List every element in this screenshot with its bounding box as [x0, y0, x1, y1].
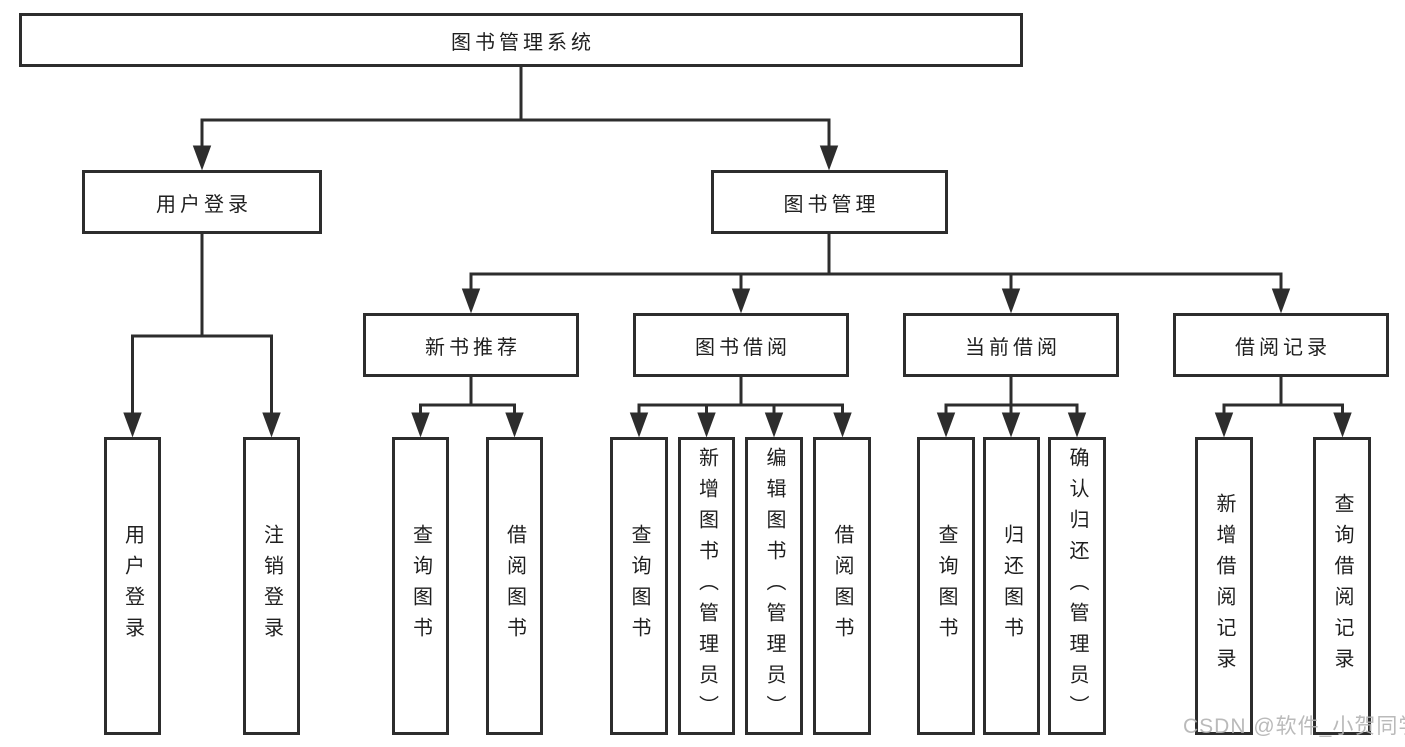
node-edit-books-admin: 编辑图书（管理员）	[745, 437, 803, 735]
connector-book-management-children	[461, 234, 1291, 314]
node-borrow-books: 借阅图书	[813, 437, 871, 735]
node-confirm-return-admin: 确认归还（管理员）	[1048, 437, 1106, 735]
node-book-management-label: 图书管理	[783, 193, 880, 216]
node-query-books-current: 查询图书	[917, 437, 975, 735]
node-query-books-borrow: 查询图书	[610, 437, 668, 735]
node-new-book-recommend-label: 新书推荐	[425, 336, 521, 359]
node-logout-label: 注销登录	[260, 524, 283, 648]
node-borrow-records: 借阅记录	[1173, 313, 1389, 377]
csdn-watermark: CSDN @软件_小贺同学	[1183, 715, 1405, 738]
node-book-borrow: 图书借阅	[633, 313, 849, 377]
connector-current-borrow-children	[936, 377, 1087, 438]
node-add-borrow-record: 新增借阅记录	[1195, 437, 1253, 735]
node-add-borrow-record-label: 新增借阅记录	[1213, 493, 1235, 679]
connector-root-to-level2	[192, 67, 839, 171]
node-confirm-return-admin-label: 确认归还（管理员）	[1066, 446, 1088, 726]
node-current-borrow: 当前借阅	[903, 313, 1119, 377]
node-query-borrow-record: 查询借阅记录	[1313, 437, 1371, 735]
node-query-books-current-label: 查询图书	[935, 524, 957, 648]
node-return-books-label: 归还图书	[1000, 524, 1023, 648]
node-query-books-recommend: 查询图书	[392, 437, 449, 735]
node-current-borrow-label: 当前借阅	[965, 336, 1061, 359]
node-new-book-recommend: 新书推荐	[363, 313, 579, 377]
node-root: 图书管理系统	[19, 13, 1023, 67]
connector-book-borrow-children	[629, 377, 852, 438]
node-edit-books-admin-label: 编辑图书（管理员）	[763, 446, 785, 726]
node-query-borrow-record-label: 查询借阅记录	[1331, 493, 1353, 679]
node-borrow-books-recommend: 借阅图书	[486, 437, 543, 735]
node-book-management: 图书管理	[711, 170, 948, 234]
node-add-books-admin-label: 新增图书（管理员）	[695, 446, 718, 726]
connector-new-book-children	[411, 377, 524, 438]
node-return-books: 归还图书	[983, 437, 1040, 735]
connector-borrow-records-children	[1214, 377, 1352, 438]
node-root-label: 图书管理系统	[451, 31, 595, 54]
node-book-borrow-label: 图书借阅	[695, 336, 791, 359]
node-user-login-group-label: 用户登录	[156, 193, 252, 216]
node-borrow-books-recommend-label: 借阅图书	[503, 524, 526, 648]
node-logout: 注销登录	[243, 437, 300, 735]
node-query-books-borrow-label: 查询图书	[628, 524, 650, 648]
node-borrow-books-label: 借阅图书	[831, 524, 853, 648]
node-login: 用户登录	[104, 437, 161, 735]
node-borrow-records-label: 借阅记录	[1235, 336, 1331, 359]
node-query-books-recommend-label: 查询图书	[409, 524, 432, 648]
connector-user-login-children	[123, 234, 281, 438]
node-login-label: 用户登录	[121, 524, 144, 648]
node-add-books-admin: 新增图书（管理员）	[678, 437, 735, 735]
node-user-login-group: 用户登录	[82, 170, 322, 234]
